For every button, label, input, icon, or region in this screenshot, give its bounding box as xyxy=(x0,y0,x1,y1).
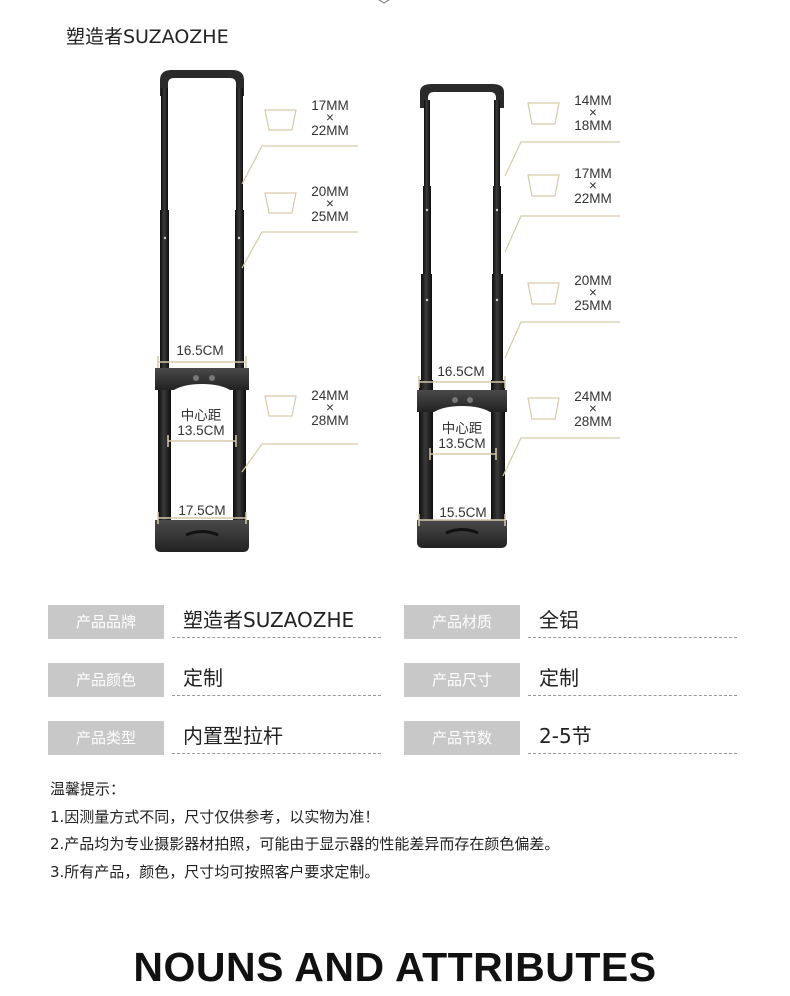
tube-size-label: 22MM xyxy=(311,123,349,138)
spec-label: 产品尺寸 xyxy=(404,663,520,697)
top-width-label: 16.5CM xyxy=(176,343,223,358)
tube-size-label: 22MM xyxy=(574,191,612,206)
tube-size-label: 14MM xyxy=(574,93,612,108)
right-dimensions: 16.5CM 中心距 13.5CM 15.5CM xyxy=(418,362,506,526)
times-icon: × xyxy=(326,400,334,415)
spec-label: 产品类型 xyxy=(48,721,164,755)
tube-size-label: 20MM xyxy=(574,273,612,288)
tube-size-label: 20MM xyxy=(311,184,349,199)
tube-size-label: 24MM xyxy=(574,389,612,404)
note-item: 1.因测量方式不同，尺寸仅供参考，以实物为准！ xyxy=(50,807,380,826)
spec-row-brand: 产品品牌 塑造者SUZAOZHE xyxy=(48,605,381,639)
trolley-handle-diagram: 17MM × 22MM 20MM × 25MM 24MM × 28MM 16.5… xyxy=(155,70,620,552)
right-trolley xyxy=(417,84,507,548)
tube-size-label: 28MM xyxy=(311,413,349,428)
left-tube-size-labels: 17MM × 22MM 20MM × 25MM 24MM × 28MM xyxy=(311,98,349,428)
tube-size-label: 28MM xyxy=(574,414,612,429)
spec-value: 全铝 xyxy=(528,605,737,638)
tube-size-label: 17MM xyxy=(574,166,612,181)
left-trolley xyxy=(155,70,249,552)
left-dimensions: 16.5CM 中心距 13.5CM 17.5CM xyxy=(157,341,247,524)
times-icon: × xyxy=(326,110,334,125)
tube-size-label: 18MM xyxy=(574,118,612,133)
bottom-width-label: 15.5CM xyxy=(439,505,486,520)
notes-heading: 温馨提示： xyxy=(50,780,126,798)
times-icon: × xyxy=(589,401,597,416)
spec-value: 内置型拉杆 xyxy=(172,721,381,754)
spec-label: 产品节数 xyxy=(404,721,520,755)
chevron-down-icon xyxy=(378,0,390,4)
note-item: 2.产品均为专业摄影器材拍照，可能由于显示器的性能差异而存在颜色偏差。 xyxy=(50,835,560,853)
center-distance-title: 中心距 xyxy=(181,408,222,423)
center-distance-title: 中心距 xyxy=(442,421,483,436)
times-icon: × xyxy=(589,285,597,300)
tube-size-label: 25MM xyxy=(574,298,612,313)
right-tube-size-callouts xyxy=(502,102,620,477)
center-distance-label: 13.5CM xyxy=(177,423,224,438)
tube-size-label: 17MM xyxy=(311,98,349,113)
spec-value: 塑造者SUZAOZHE xyxy=(172,605,381,638)
tube-size-label: 24MM xyxy=(311,388,349,403)
brand-title: 塑造者SUZAOZHE xyxy=(66,26,229,48)
spec-value: 定制 xyxy=(172,663,381,696)
section-title: NOUNS AND ATTRIBUTES xyxy=(133,944,657,990)
spec-label: 产品颜色 xyxy=(48,663,164,697)
spec-label: 产品材质 xyxy=(404,605,520,639)
spec-row-sections: 产品节数 2-5节 xyxy=(404,721,737,755)
spec-row-size: 产品尺寸 定制 xyxy=(404,663,737,697)
bottom-width-label: 17.5CM xyxy=(178,503,225,518)
note-item: 3.所有产品，颜色，尺寸均可按照客户要求定制。 xyxy=(50,862,380,881)
times-icon: × xyxy=(589,105,597,120)
spec-value: 2-5节 xyxy=(528,721,737,754)
spec-value: 定制 xyxy=(528,663,737,696)
spec-row-material: 产品材质 全铝 xyxy=(404,605,737,639)
tube-size-label: 25MM xyxy=(311,209,349,224)
top-width-label: 16.5CM xyxy=(437,364,484,379)
times-icon: × xyxy=(589,178,597,193)
right-tube-size-labels: 14MM × 18MM 17MM × 22MM 20MM × 25MM 24MM… xyxy=(574,93,612,429)
left-tube-size-callouts xyxy=(241,109,358,473)
notes-section: 温馨提示： 1.因测量方式不同，尺寸仅供参考，以实物为准！ 2.产品均为专业摄影… xyxy=(50,776,559,886)
spec-row-color: 产品颜色 定制 xyxy=(48,663,381,697)
spec-row-type: 产品类型 内置型拉杆 xyxy=(48,721,381,755)
times-icon: × xyxy=(326,196,334,211)
center-distance-label: 13.5CM xyxy=(438,436,485,451)
spec-label: 产品品牌 xyxy=(48,605,164,639)
